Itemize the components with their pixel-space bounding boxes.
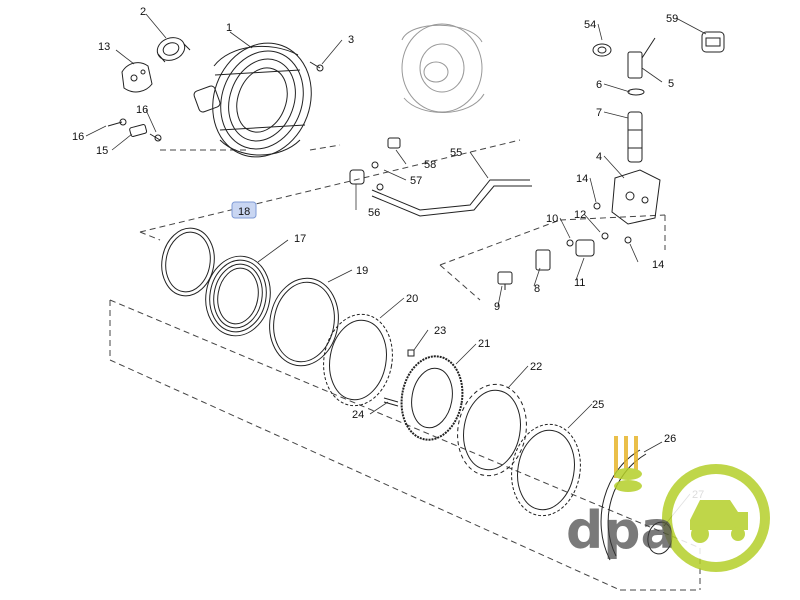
callout-p15[interactable]: 15 [96,145,108,157]
pin-23 [407,349,415,357]
callout-p8[interactable]: 8 [534,283,540,295]
fitting-58 [387,137,401,149]
fitting-57 [371,161,384,191]
callout-p18[interactable]: 18 [238,206,250,218]
callout-p4[interactable]: 4 [596,151,602,163]
bolt-3 [309,61,324,72]
oring-6 [627,88,645,96]
callout-p24[interactable]: 24 [352,409,364,421]
callout-p11[interactable]: 11 [574,277,585,289]
callout-p59[interactable]: 59 [666,13,678,25]
bracket-plate [121,62,153,93]
friction-disc-21 [400,355,464,441]
callout-p10[interactable]: 10 [546,213,558,225]
callout-p9[interactable]: 9 [494,301,500,313]
valve-body [611,169,661,225]
fitting-11 [575,239,595,257]
fitting-8 [535,249,551,271]
snap-ring-18 [161,227,215,297]
bolt-16a [107,118,127,127]
dpa-watermark-logo: dpa [566,436,770,572]
assembly-outline-clutch-pack [109,139,701,591]
leader-lines [85,13,707,527]
callout-p13[interactable]: 13 [98,41,110,53]
valve-spool [627,111,643,163]
callout-p57[interactable]: 57 [410,175,422,187]
callout-p26[interactable]: 26 [664,433,676,445]
screw-14a [593,202,601,210]
plate-22 [457,383,527,477]
bolt-16b [149,133,162,142]
piston-17 [205,255,271,337]
callout-p58[interactable]: 58 [424,159,436,171]
seal-ring [156,37,191,63]
callout-p16a[interactable]: 16 [72,131,84,143]
plate-20 [323,313,393,407]
callout-p12[interactable]: 12 [574,209,586,221]
screw-14b [624,236,632,244]
callout-p7[interactable]: 7 [596,107,602,119]
wheat-icon [614,436,642,492]
callout-p17[interactable]: 17 [294,233,306,245]
sensor-5 [627,37,656,79]
callout-p1[interactable]: 1 [226,22,232,34]
oring-12 [601,232,609,240]
callout-p21[interactable]: 21 [478,338,490,350]
washer-54 [592,43,612,57]
callout-p22[interactable]: 22 [530,361,542,373]
clutch-housing [193,42,312,158]
callout-p3[interactable]: 3 [348,34,354,46]
plate-25 [511,423,581,517]
watermark-text: dpa [566,501,676,561]
callout-p14a[interactable]: 14 [576,173,588,185]
callout-p2[interactable]: 2 [140,6,146,18]
selected-callout-highlight [231,201,257,219]
callout-p25[interactable]: 25 [592,399,604,411]
callout-p23[interactable]: 23 [434,325,446,337]
callout-p14b[interactable]: 14 [652,259,664,271]
callout-p20[interactable]: 20 [406,293,418,305]
bushing-15 [129,124,148,137]
fitting-9 [497,271,513,290]
callout-p54[interactable]: 54 [584,19,596,31]
callout-p16b[interactable]: 16 [136,104,148,116]
callout-p6[interactable]: 6 [596,79,602,91]
callout-p19[interactable]: 19 [356,265,368,277]
spring-24 [383,397,399,407]
oring-10 [566,239,574,247]
fitting-56 [349,169,365,185]
part-callouts: 1234567891011121314141516161718192021222… [72,6,704,501]
assembly-outline-valve [160,144,666,301]
callout-p5[interactable]: 5 [668,78,674,90]
connector-59 [701,31,725,53]
callout-p56[interactable]: 56 [368,207,380,219]
pump-housing [401,23,485,114]
seal-19 [269,277,339,367]
oil-pipe [371,179,532,217]
callout-p55[interactable]: 55 [450,147,462,159]
